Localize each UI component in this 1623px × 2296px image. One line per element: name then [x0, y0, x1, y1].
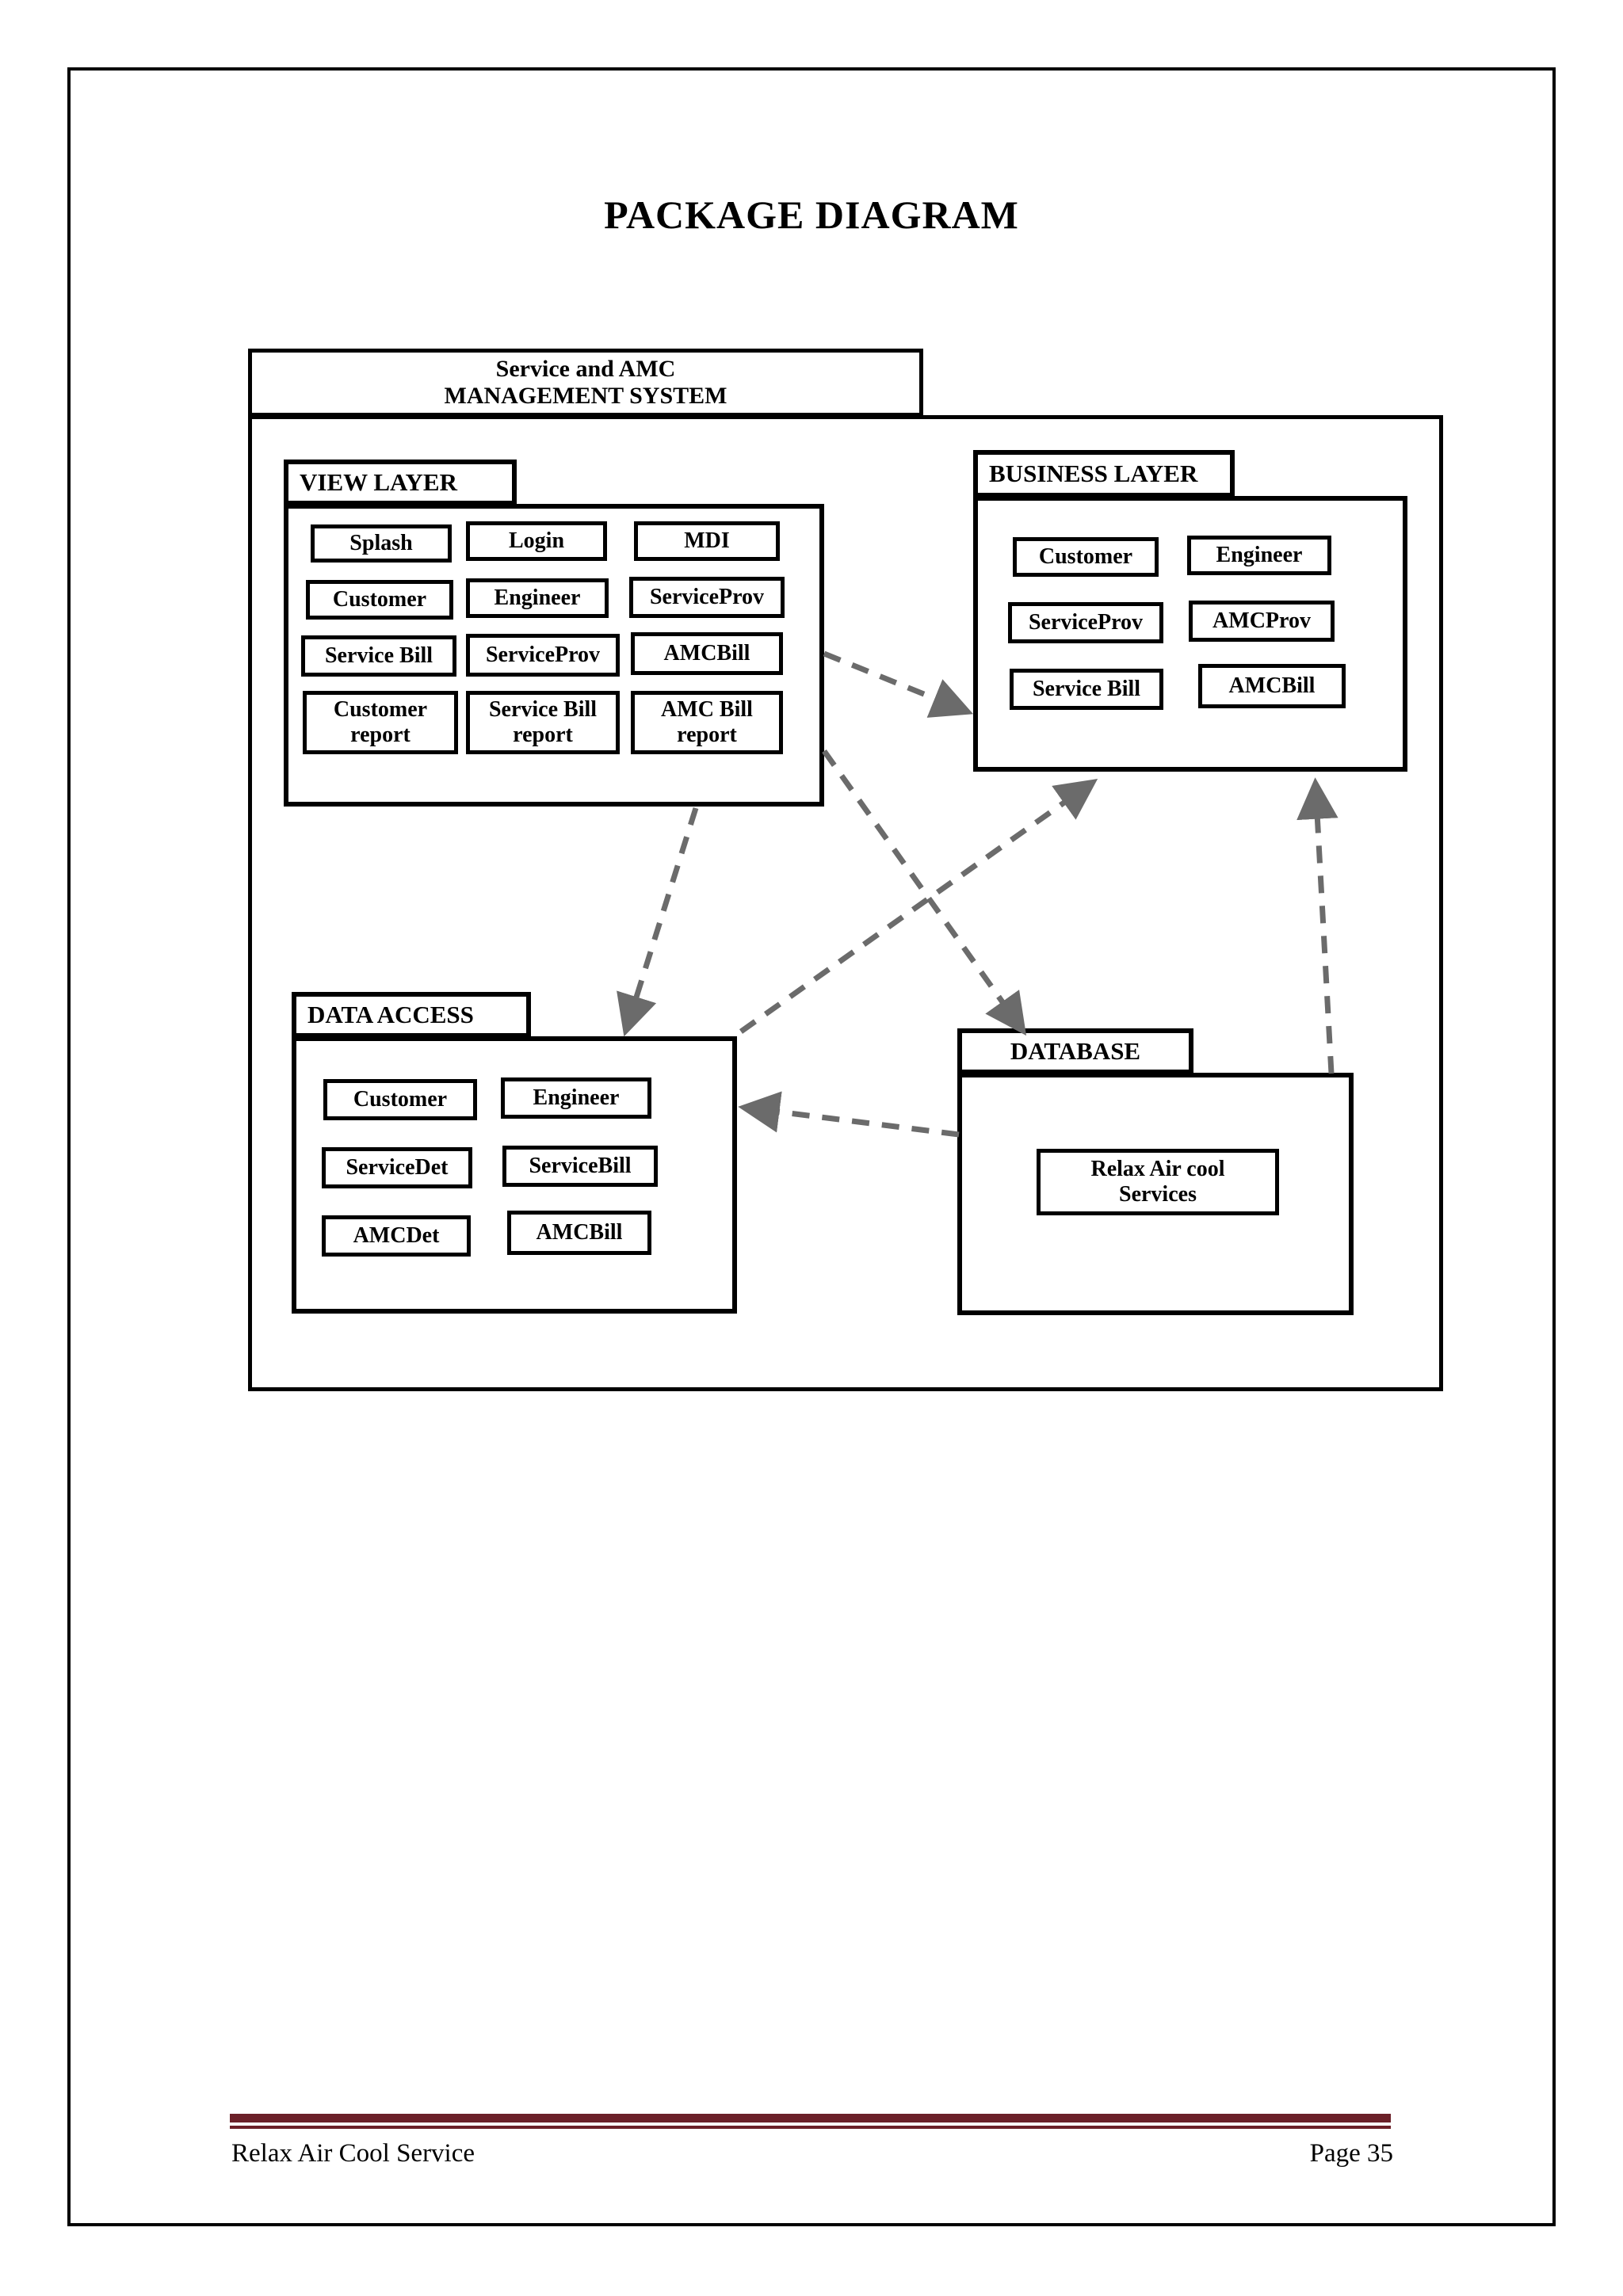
class-box[interactable]: Service Bill report [466, 691, 620, 754]
class-box[interactable]: Splash [311, 524, 452, 563]
class-box[interactable]: Customer report [303, 691, 458, 754]
package-tab-database[interactable]: DATABASE [957, 1028, 1193, 1074]
class-box[interactable]: AMCBill [631, 632, 783, 675]
package-tab-view-layer[interactable]: VIEW LAYER [284, 460, 517, 505]
class-box[interactable]: AMC Bill report [631, 691, 783, 754]
class-box[interactable]: Service Bill [301, 635, 456, 677]
class-box[interactable]: Customer [323, 1079, 477, 1120]
footer-document-name: Relax Air Cool Service [231, 2139, 475, 2168]
footer-page-number: Page 35 [1309, 2139, 1393, 2168]
package-label-management-system: Service and AMC MANAGEMENT SYSTEM [444, 356, 727, 409]
class-box[interactable]: AMCDet [322, 1215, 471, 1257]
package-tab-management-system[interactable]: Service and AMC MANAGEMENT SYSTEM [248, 349, 923, 417]
class-box[interactable]: ServiceBill [502, 1146, 658, 1187]
class-box[interactable]: ServiceProv [466, 634, 620, 677]
package-label-database: DATABASE [1010, 1036, 1141, 1065]
package-label-view-layer: VIEW LAYER [300, 467, 457, 496]
class-box[interactable]: Engineer [1187, 536, 1331, 575]
page-title: PACKAGE DIAGRAM [604, 193, 1019, 237]
class-box[interactable]: MDI [634, 521, 780, 561]
package-tab-business-layer[interactable]: BUSINESS LAYER [973, 450, 1235, 498]
class-box[interactable]: Engineer [466, 578, 609, 618]
page-border [67, 67, 1556, 2226]
footer-rule [230, 2114, 1391, 2130]
class-box[interactable]: Service Bill [1010, 669, 1163, 710]
class-box[interactable]: Customer [1013, 537, 1159, 577]
package-label-business-layer: BUSINESS LAYER [989, 459, 1198, 487]
class-box[interactable]: ServiceDet [322, 1147, 472, 1188]
package-label-data-access: DATA ACCESS [307, 1000, 474, 1028]
class-box[interactable]: AMCBill [1198, 664, 1346, 708]
class-box[interactable]: AMCBill [507, 1211, 651, 1255]
class-box[interactable]: Engineer [501, 1077, 651, 1119]
class-box[interactable]: Customer [306, 580, 453, 620]
class-box[interactable]: ServiceProv [1008, 602, 1163, 643]
package-tab-data-access[interactable]: DATA ACCESS [292, 992, 531, 1038]
footer-rule-thin [230, 2126, 1391, 2129]
footer-rule-thick [230, 2114, 1391, 2122]
class-box[interactable]: ServiceProv [629, 577, 785, 618]
class-box[interactable]: Relax Air cool Services [1037, 1149, 1279, 1215]
class-box[interactable]: AMCProv [1189, 601, 1335, 642]
class-box[interactable]: Login [466, 521, 607, 561]
